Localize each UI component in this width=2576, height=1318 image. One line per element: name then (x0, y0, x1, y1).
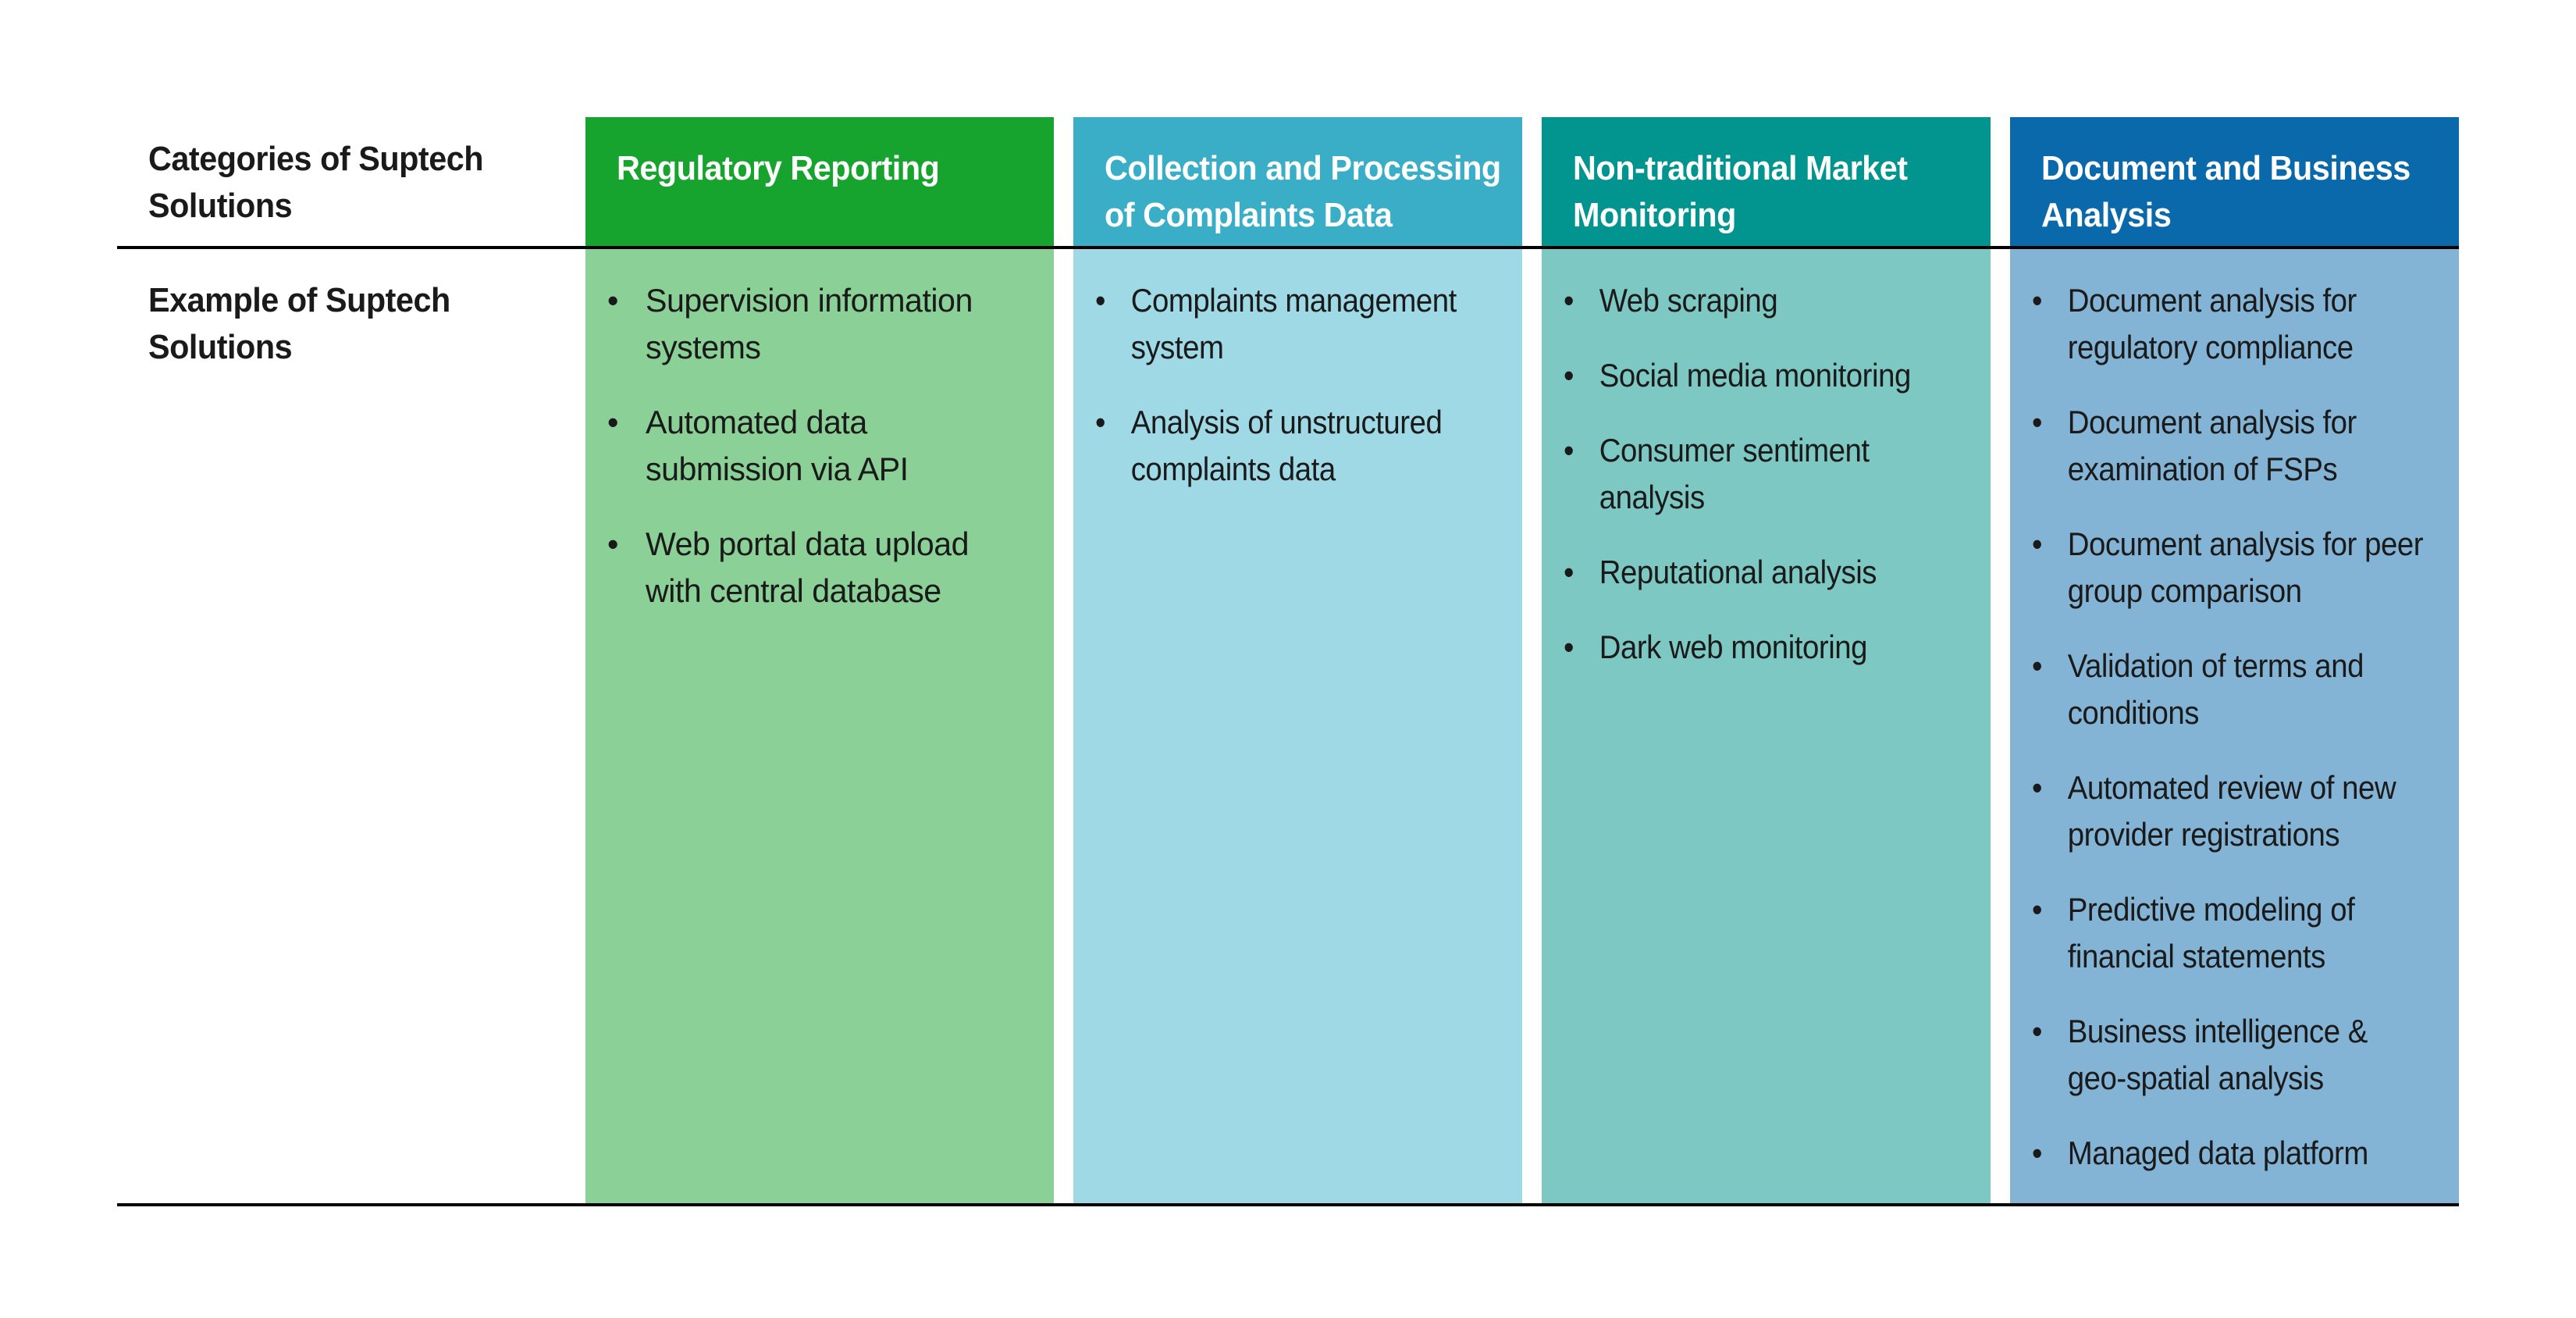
column-title: Collection and Processing of Complaints D… (1105, 145, 1530, 239)
bullet-item: Business intelligence & geo-spatial anal… (2032, 1008, 2425, 1102)
example-row-label-line: Solutions (148, 328, 293, 366)
body-cell-regulatory-reporting: Supervision information systemsAutomated… (585, 249, 1054, 1203)
bullet-item: Web scraping (1564, 277, 1956, 324)
bottom-divider-line (117, 1203, 2459, 1206)
body-cell-collection-processing-complaints: Complaints management systemAnalysis of … (1073, 249, 1522, 1203)
bullet-item: Validation of terms and conditions (2032, 643, 2425, 736)
column-title: Regulatory Reporting (617, 145, 1042, 192)
bullet-item: Consumer sentiment analysis (1564, 427, 1956, 521)
body-cell-non-traditional-market-monitoring: Web scrapingSocial media monitoringConsu… (1542, 249, 1991, 1203)
bullet-list-regulatory-reporting: Supervision information systemsAutomated… (607, 249, 1020, 614)
column-title-line: Collection and Processing (1105, 149, 1501, 187)
bullet-item: Document analysis for peer group compari… (2032, 521, 2425, 614)
header-cell-collection-processing-complaints: Collection and Processing of Complaints D… (1073, 117, 1522, 246)
bullet-item: Document analysis for regulatory complia… (2032, 277, 2425, 371)
bullet-item: Analysis of unstructured complaints data (1095, 399, 1488, 493)
categories-row-label-line: Solutions (148, 187, 293, 225)
header-divider-line (117, 246, 2459, 249)
column-title-line: of Complaints Data (1105, 196, 1393, 234)
example-row-label-line: Example of Suptech (148, 281, 450, 319)
bullet-item: Web portal data upload with central data… (607, 521, 1020, 614)
bullet-list-collection-processing-complaints: Complaints management systemAnalysis of … (1095, 249, 1488, 493)
bullet-item: Managed data platform (2032, 1130, 2425, 1177)
bullet-item: Complaints management system (1095, 277, 1488, 371)
column-title-line: Document and Business (2041, 149, 2411, 187)
bullet-item: Automated data submission via API (607, 399, 1020, 493)
bullet-list-non-traditional-market-monitoring: Web scrapingSocial media monitoringConsu… (1564, 249, 1956, 671)
categories-row-label-line: Categories of Suptech (148, 140, 484, 178)
header-cell-regulatory-reporting: Regulatory Reporting (585, 117, 1054, 246)
bullet-item: Supervision information systems (607, 277, 1020, 371)
bullet-list-document-business-analysis: Document analysis for regulatory complia… (2032, 249, 2425, 1177)
bullet-item: Automated review of new provider registr… (2032, 764, 2425, 858)
column-title-line: Analysis (2041, 196, 2172, 234)
bullet-item: Social media monitoring (1564, 352, 1956, 399)
bullet-item: Predictive modeling of financial stateme… (2032, 886, 2425, 980)
bullet-item: Dark web monitoring (1564, 624, 1956, 671)
column-title-line: Monitoring (1573, 196, 1736, 234)
bullet-item: Reputational analysis (1564, 549, 1956, 596)
column-title-line: Non-traditional Market (1573, 149, 1908, 187)
body-cell-document-business-analysis: Document analysis for regulatory complia… (2010, 249, 2459, 1203)
column-title-line: Regulatory Reporting (617, 149, 940, 187)
bullet-item: Document analysis for examination of FSP… (2032, 399, 2425, 493)
